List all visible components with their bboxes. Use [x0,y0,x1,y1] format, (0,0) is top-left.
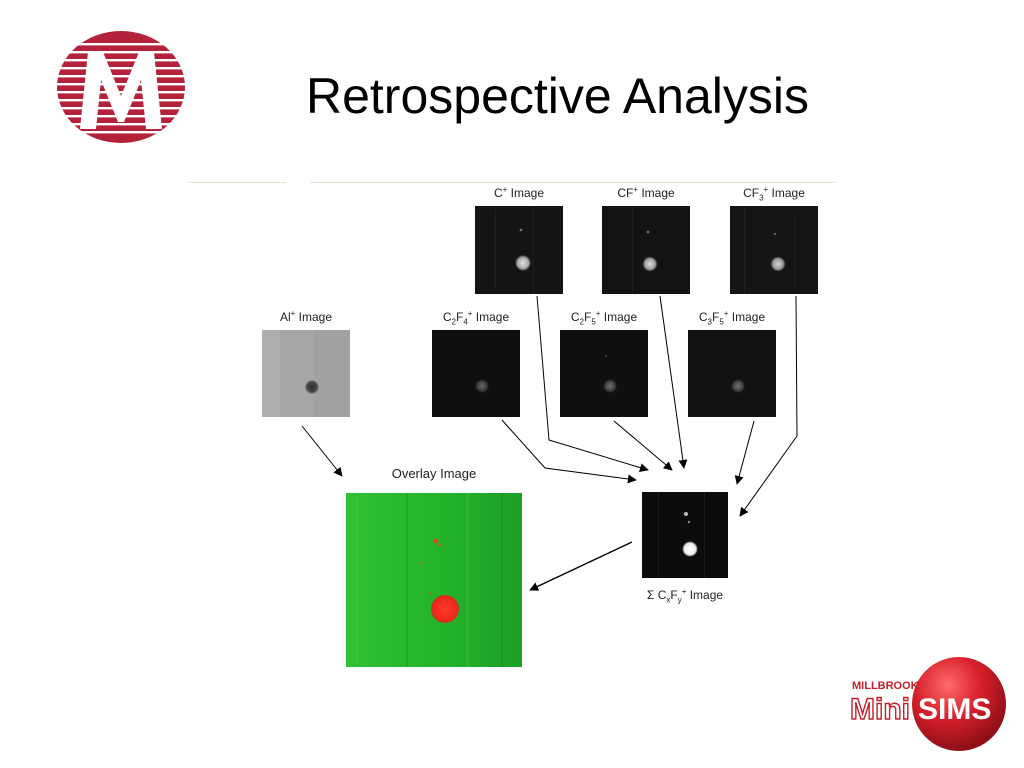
c2f5-image-label: C2F5+ Image [570,309,638,327]
brand-mini-text: Mini [850,693,910,726]
company-logo [57,31,185,143]
arrow-c2f5-to-sum [613,420,673,471]
header-rule-left [189,182,286,183]
brand-sims-text: SIMS [918,693,991,726]
al-image-panel: Al+ Image [262,310,350,417]
cf-image-label: CF+ Image [617,185,675,201]
al-image [262,330,350,417]
sum-image-panel: Σ CxFy+ Image [642,492,728,604]
sum-image [642,492,728,578]
page-title: Retrospective Analysis [306,68,810,124]
c3f5-image-panel: C3F5+ Image [688,310,776,417]
c2f4-image-label: C2F4+ Image [442,309,510,327]
cf-image [602,206,690,294]
overlay-image-panel: Overlay Image [346,467,522,667]
cf3-image-panel: CF3+ Image [730,186,818,294]
header-rule-right [310,182,835,183]
overlay-image-label: Overlay Image [391,466,477,481]
c2f4-image-panel: C2F4+ Image [432,310,520,417]
c2f4-image [432,330,520,417]
minisims-logo: MILLBROOK Mini SIMS [849,657,1006,751]
arrow-sum-to-overlay [529,541,633,591]
c-image-panel: C+ Image [475,186,563,294]
cf3-image [730,206,818,294]
sum-image-label: Σ CxFy+ Image [646,587,724,605]
c2f5-image-panel: C2F5+ Image [560,310,648,417]
cf3-image-label: CF3+ Image [743,185,805,203]
c-image-label: C+ Image [493,185,545,201]
cf-image-panel: CF+ Image [602,186,690,294]
overlay-image [346,493,522,667]
brand-small-text: MILLBROOK [852,680,919,692]
c-image [475,206,563,294]
arrow-c3f5-to-sum [734,420,755,485]
al-image-label: Al+ Image [279,309,333,325]
c3f5-image [688,330,776,417]
c3f5-image-label: C3F5+ Image [698,309,766,327]
c2f5-image [560,330,648,417]
